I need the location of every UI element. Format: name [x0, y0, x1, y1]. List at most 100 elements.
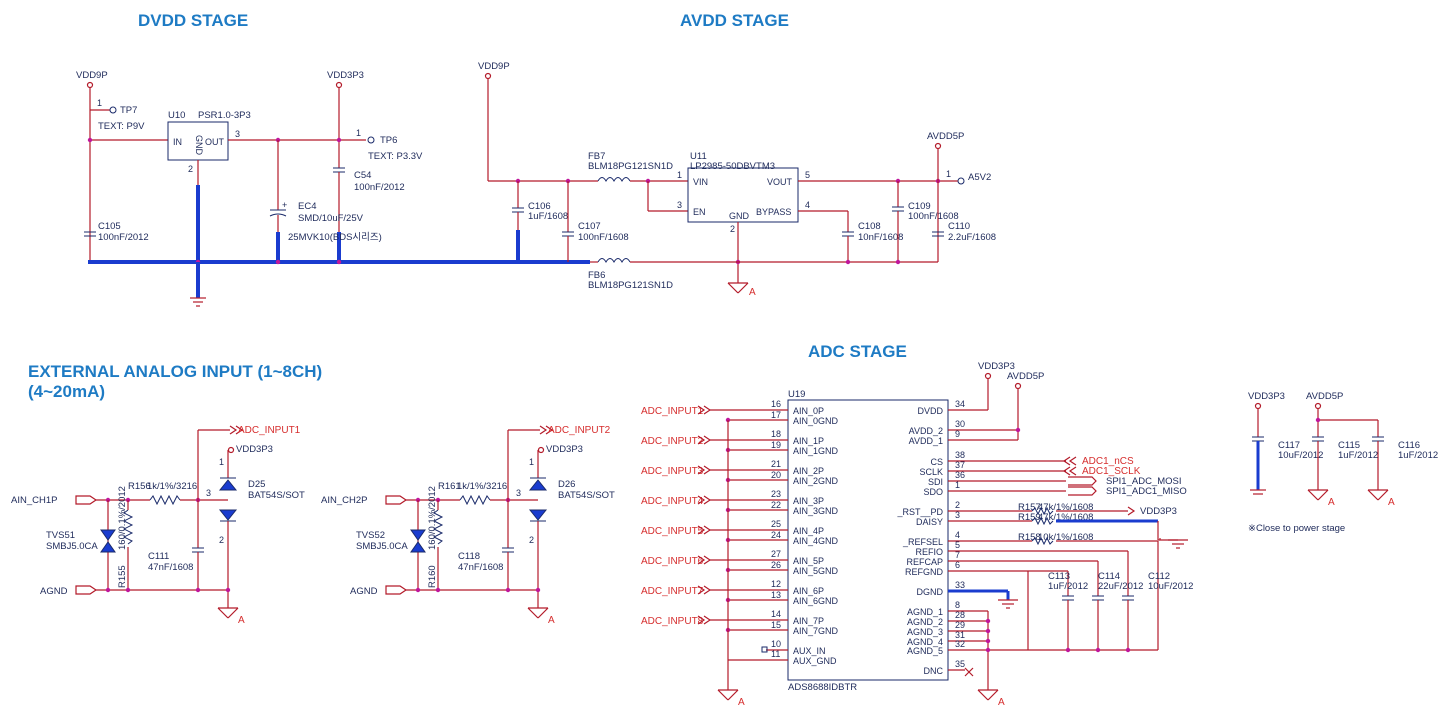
c109-val: 100nF/1608 — [908, 211, 959, 222]
input-channel-1: AIN_CH1P TVS51 SMBJ5.0CA R155 160/0.1%/2… — [11, 425, 305, 626]
pin-label: 31 — [955, 630, 965, 640]
adc-pin-name: AIN_6P — [793, 586, 824, 596]
fb7-part: BLM18PG121SN1D — [588, 161, 673, 172]
r158-ref: R158 — [1018, 532, 1041, 543]
dvdd-stage: VDD9P 1 TP7 TEXT: P9V U10 PSR1.0-3P3 IN … — [76, 70, 590, 307]
pin-label: 4 — [955, 530, 960, 540]
u19-part: ADS8688IDBTR — [788, 682, 857, 693]
aux-gnd-label: AUX_GND — [793, 656, 837, 666]
c110-ref: C110 — [948, 221, 970, 232]
adc-right-pin: AGND_329 — [907, 620, 988, 637]
adc-pin-name: _REFSEL — [902, 537, 943, 547]
adc-pin-name: AGND_5 — [907, 646, 943, 656]
pin-label: 28 — [955, 610, 965, 620]
c106-ref: C106 — [528, 201, 551, 212]
tp7-ref: TP7 — [120, 105, 137, 116]
title-avdd-stage: AVDD STAGE — [680, 11, 789, 30]
adc-right-pin: AGND_228 — [907, 610, 988, 627]
u19-ref: U19 — [788, 389, 805, 400]
r157-val: 47k/1%/1608 — [1038, 502, 1093, 513]
adc-input-net: ADC_INPUT3 — [641, 466, 704, 477]
adc-pin-name: AIN_7GND — [793, 626, 839, 636]
r161-ref: R161 — [438, 481, 461, 492]
agnd-mark: A — [1328, 497, 1335, 508]
adc-input-net: ADC_INPUT5 — [641, 526, 704, 537]
pin-label: 20 — [771, 470, 781, 480]
pin-label: 34 — [955, 399, 965, 409]
net-vdd9p-avdd: VDD9P — [478, 61, 510, 72]
agnd-mark: A — [738, 697, 745, 708]
pin-label: 33 — [955, 580, 965, 590]
adc-right-pin: AGND_18 — [907, 600, 988, 617]
net-vdd3p3-dec: VDD3P3 — [1248, 391, 1285, 402]
pin-label: 15 — [771, 620, 781, 630]
pin-label: 1 — [97, 98, 102, 108]
pin-label: 1 — [955, 480, 960, 490]
pin-label: 5 — [805, 170, 810, 180]
r160-ref: R160 — [427, 565, 438, 588]
ec4-val: SMD/10uF/25V — [298, 213, 364, 224]
decoupling-block: VDD3P3 C117 10uF/2012 AVDD5P C115 1uF/20… — [1248, 391, 1438, 534]
r156-ref: R156 — [128, 481, 151, 492]
pin-label: 12 — [771, 579, 781, 589]
adc-pin-name: AIN_1GND — [793, 446, 839, 456]
adc-pin-name: DNC — [924, 666, 944, 676]
adc-right-pin: _RST__PD2 — [896, 500, 1032, 517]
c117-ref: C117 — [1278, 440, 1300, 451]
adc-input-net: ADC_INPUT2 — [641, 436, 704, 447]
tp7-text: TEXT: P9V — [98, 121, 145, 132]
c109-ref: C109 — [908, 201, 931, 212]
c115-val: 1uF/2012 — [1338, 450, 1378, 461]
pin-label: 25 — [771, 519, 781, 529]
adc-pin-name: CS — [930, 457, 943, 467]
adc-pin-name: AIN_5GND — [793, 566, 839, 576]
c113-ref: C113 — [1048, 571, 1070, 582]
adc-right-pin: AGND_431 — [907, 630, 988, 647]
net-vdd3p3-ch2: VDD3P3 — [546, 444, 583, 455]
adc-pin-name: _RST__PD — [896, 507, 943, 517]
test-point-tp7 — [109, 106, 117, 114]
net-avdd5p: AVDD5P — [927, 131, 964, 142]
u11-vout: VOUT — [767, 177, 793, 187]
pin-label: 3 — [206, 488, 211, 498]
c114-val: 22uF/2012 — [1098, 581, 1143, 592]
c118-ref: C118 — [458, 551, 480, 562]
r159-val: 47k/1%/1608 — [1038, 512, 1093, 523]
net-adc1-ncs: ADC1_nCS — [1082, 456, 1134, 467]
adc-pin-name: AIN_0P — [793, 406, 824, 416]
pin-label: 3 — [235, 129, 240, 139]
adc-pin-name: DAISY — [916, 517, 943, 527]
u10-part: PSR1.0-3P3 — [198, 110, 251, 121]
tp6-ref: TP6 — [380, 135, 397, 146]
adc-input-net: ADC_INPUT7 — [641, 586, 704, 597]
agnd-mark: A — [749, 287, 756, 298]
title-external-analog-input: EXTERNAL ANALOG INPUT (1~8CH) — [28, 362, 322, 381]
adc-pin-name: REFGND — [905, 567, 944, 577]
adc-pin-name: REFIO — [915, 547, 943, 557]
input-channel-2: AIN_CH2P TVS52 SMBJ5.0CA R160 160/0.1%/2… — [321, 425, 615, 626]
fb6-part: BLM18PG121SN1D — [588, 280, 673, 291]
agnd-mark: A — [998, 697, 1005, 708]
net-agnd-ch1: AGND — [40, 586, 68, 597]
tvs51-part: SMBJ5.0CA — [46, 541, 98, 552]
c117-val: 10uF/2012 — [1278, 450, 1323, 461]
test-point-a5v2 — [957, 177, 965, 185]
ec4-ref: EC4 — [298, 201, 316, 212]
c107-ref: C107 — [578, 221, 601, 232]
pin-label: 14 — [771, 609, 781, 619]
adc-right-pin: AGND_532 — [907, 639, 988, 656]
pin-label: 16 — [771, 399, 781, 409]
r155-val: 160/0.1%/2012 — [117, 486, 128, 550]
pin-label: 8 — [955, 600, 960, 610]
pin-label: 18 — [771, 429, 781, 439]
tvs51-ref: TVS51 — [46, 530, 75, 541]
pin-label: 2 — [730, 224, 735, 234]
